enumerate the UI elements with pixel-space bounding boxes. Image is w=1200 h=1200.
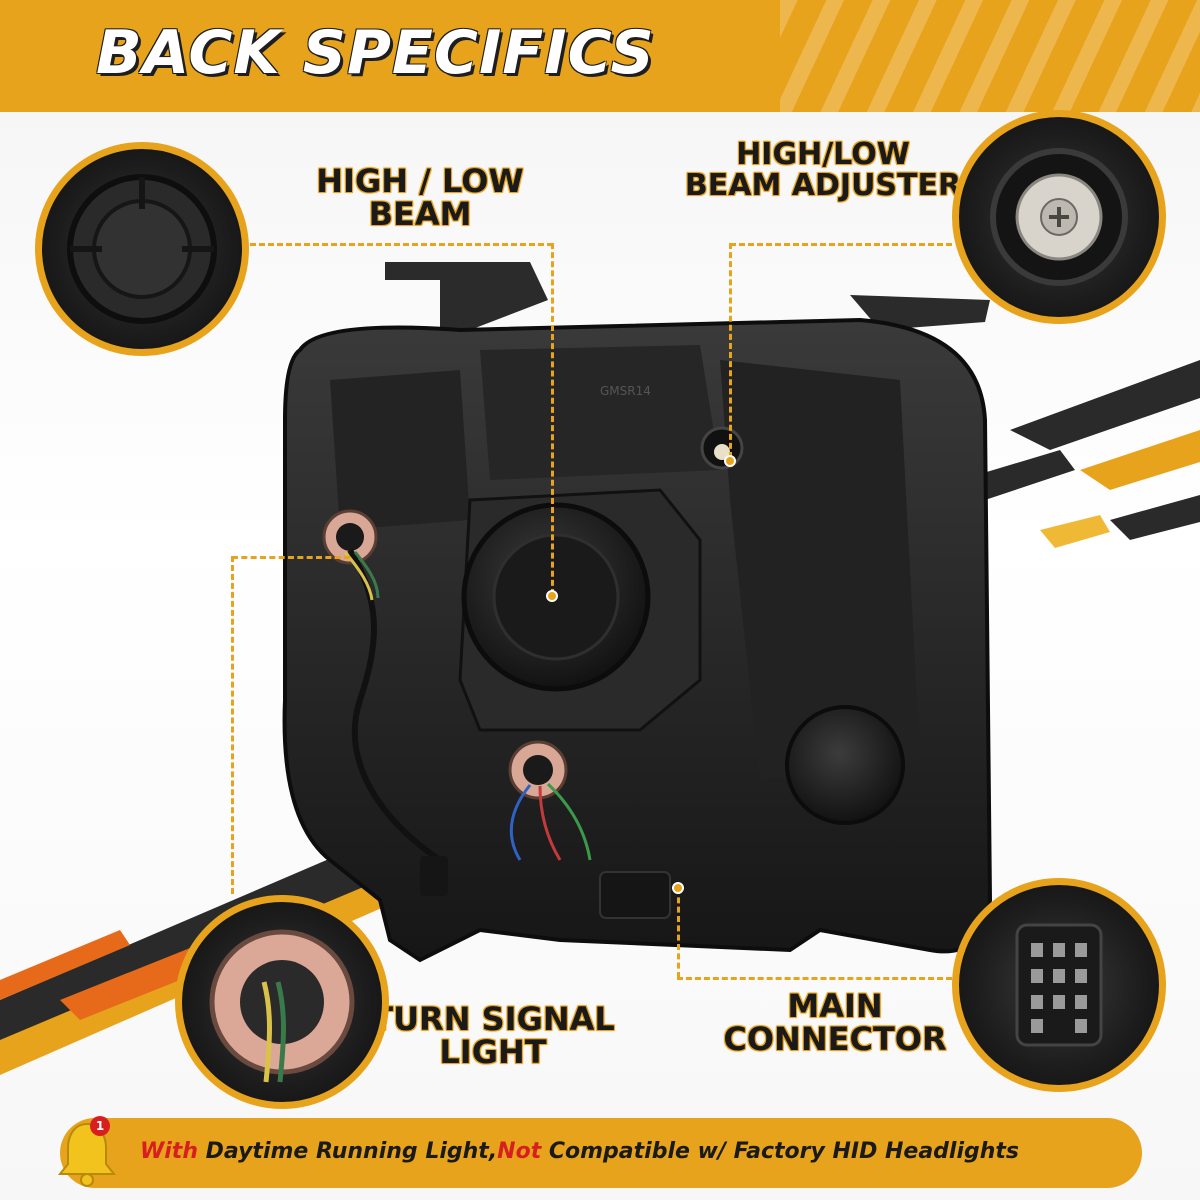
housing-mark: GMSR14 (600, 384, 651, 398)
zoom-beam-adjuster (952, 110, 1166, 324)
notice-banner: With Daytime Running Light,Not Compatibl… (60, 1118, 1142, 1188)
callout-turn-signal-line1: TURN SIGNAL (371, 1000, 615, 1038)
callout-high-low-beam-line2: BEAM (368, 194, 472, 233)
callout-high-low-beam-line1: HIGH / LOW (316, 162, 524, 200)
leader-adjuster-h (730, 243, 952, 246)
callout-main-connector-line1: MAIN (787, 987, 883, 1025)
page-title: BACK SPECIFICS (96, 18, 655, 88)
bell-icon: 1 (57, 1116, 117, 1187)
marker-connector (672, 882, 684, 894)
leader-high-low-beam-h (250, 243, 553, 246)
leader-connector-h (677, 977, 952, 980)
leader-high-low-beam-v (551, 243, 554, 595)
callout-main-connector-line2: CONNECTOR (723, 1019, 947, 1058)
leader-turn-signal-h (232, 556, 350, 559)
marker-high-low-beam (546, 590, 558, 602)
notice-compat: Compatible w/ Factory HID Headlights (541, 1139, 1020, 1164)
notice-drl: Daytime Running Light, (198, 1139, 498, 1164)
callout-turn-signal-line2: LIGHT (439, 1032, 547, 1071)
leader-connector-v (677, 888, 680, 978)
notice-with: With (140, 1139, 198, 1164)
notice-not: Not (497, 1139, 542, 1164)
callout-beam-adjuster-line2: BEAM ADJUSTER (684, 167, 962, 203)
header-band (0, 0, 1200, 112)
leader-adjuster-v (729, 243, 732, 458)
zoom-turn-signal (175, 895, 389, 1109)
leader-turn-signal-v (231, 556, 234, 894)
callout-beam-adjuster: HIGH/LOW BEAM ADJUSTER (683, 137, 963, 203)
callout-main-connector: MAIN CONNECTOR (710, 990, 960, 1055)
zoom-main-connector (952, 878, 1166, 1092)
callout-turn-signal: TURN SIGNAL LIGHT (358, 1003, 628, 1068)
zoom-high-low-beam (35, 142, 249, 356)
bell-badge-count: 1 (96, 1119, 104, 1133)
stripe-group-top (960, 360, 1200, 548)
callout-high-low-beam: HIGH / LOW BEAM (300, 165, 540, 230)
marker-adjuster (724, 455, 736, 467)
callout-beam-adjuster-line1: HIGH/LOW (736, 137, 910, 172)
notice-text: With Daytime Running Light,Not Compatibl… (140, 1139, 1019, 1164)
